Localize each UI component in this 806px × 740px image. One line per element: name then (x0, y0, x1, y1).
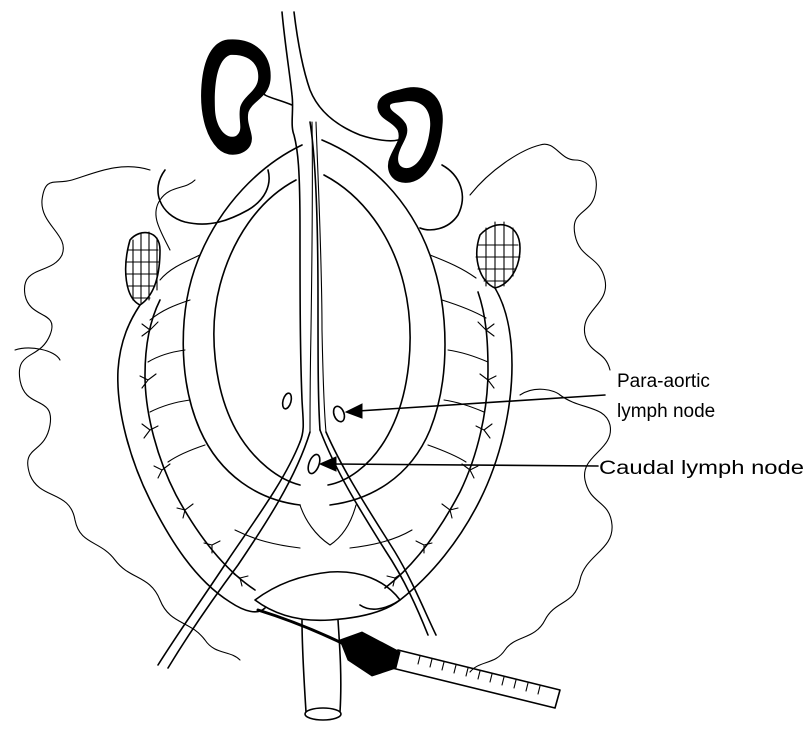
left-uterine-horn-inner (214, 180, 300, 485)
para-aortic-label-line2: lymph node (617, 401, 715, 422)
left-fat-edge (156, 180, 195, 250)
left-perirenal-fat (158, 170, 269, 224)
syringe-barrel (392, 650, 560, 708)
right-oviduct (360, 288, 512, 609)
aorta-left-wall (282, 12, 303, 442)
pelvic-fold-left (235, 530, 300, 548)
pelvic-fold-right (350, 530, 412, 548)
left-oviduct-inner (145, 300, 255, 590)
caudal-label: Caudal lymph node (599, 458, 804, 479)
right-fat-outline (470, 144, 612, 672)
right-uterine-horn-outer (322, 140, 445, 505)
para-aortic-lymph-node-left (281, 392, 293, 410)
pelvic-fold-center (300, 505, 356, 545)
left-ovary (126, 232, 160, 305)
right-fat-inner-fold (520, 389, 560, 395)
left-oviduct (118, 305, 265, 612)
syringe-needle-hub (340, 632, 400, 676)
right-uterine-horn-inner (324, 175, 410, 485)
para-aortic-label-line1: Para-aortic (617, 371, 710, 392)
left-uterine-horn-outer (183, 145, 302, 505)
right-oviduct-inner (385, 292, 488, 588)
syringe-graduations (418, 656, 540, 694)
bladder (255, 572, 400, 621)
para-aortic-lymph-node-right (332, 405, 347, 423)
right-perirenal-fat (420, 165, 462, 230)
vena-cava-inner-left (310, 122, 312, 432)
urethra-opening (305, 708, 341, 720)
right-ovary (476, 222, 520, 288)
syringe (340, 632, 560, 708)
